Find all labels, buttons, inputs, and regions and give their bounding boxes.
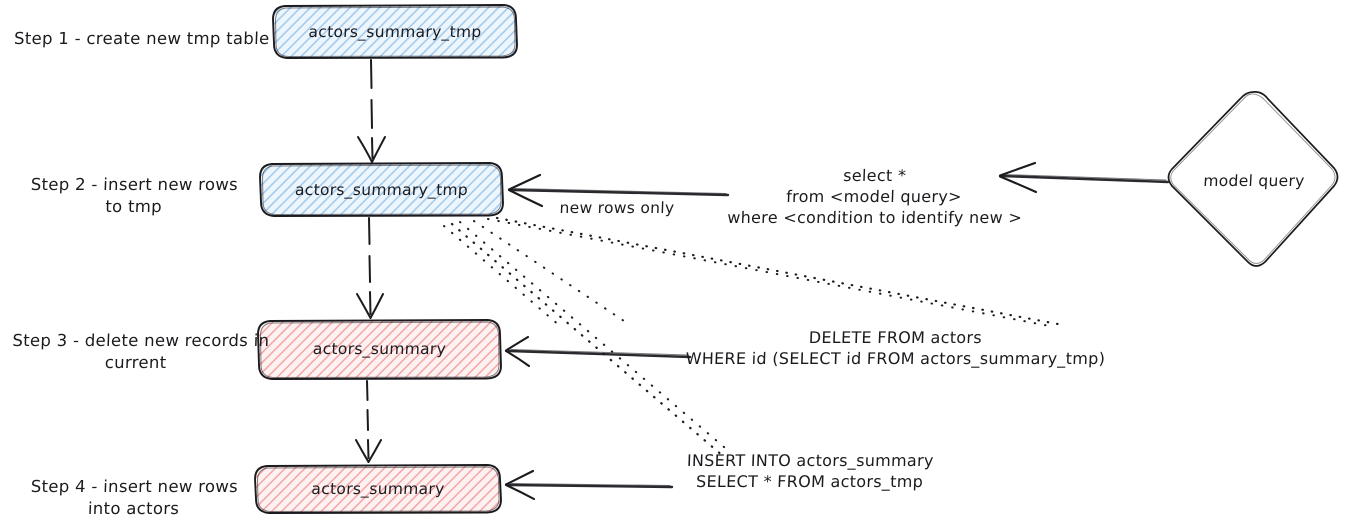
- dotted-link-tmp-to-insert: [443, 221, 732, 458]
- annotation-delete-line-1: DELETE FROM actors: [808, 328, 983, 347]
- arrow-query-to-tmp: [507, 173, 730, 208]
- node-tmp-1[interactable]: actors_summary_tmp: [273, 5, 517, 59]
- arrow-step3-to-step4: [355, 380, 382, 463]
- node-summary-2[interactable]: actors_summary: [255, 465, 501, 513]
- arrow-step1-to-step2: [357, 59, 386, 163]
- node-tmp-1-label: actors_summary_tmp: [307, 22, 483, 41]
- node-summary-2-shape[interactable]: [254, 464, 502, 514]
- step-4-label: Step 4 - insert new rows into actors: [30, 477, 239, 518]
- step-3-label: Step 3 - delete new records in current: [12, 331, 270, 372]
- node-model-query-shape[interactable]: [1167, 91, 1339, 267]
- node-model-query[interactable]: model query: [1166, 92, 1342, 270]
- annotation-model-query-line-3: where <condition to identify new >: [726, 208, 1023, 228]
- node-tmp-1-shape[interactable]: [272, 4, 518, 59]
- annotation-delete-line-2: WHERE id (SELECT id FROM actors_summary_…: [685, 349, 1106, 369]
- node-tmp-2[interactable]: actors_summary_tmp: [260, 163, 503, 217]
- annotation-insert-line-1: INSERT INTO actors_summary: [686, 451, 935, 470]
- step-2-label: Step 2 - insert new rows to tmp: [30, 175, 239, 216]
- node-summary-1-label: actors_summary: [312, 340, 447, 359]
- annotation-insert-line-2: SELECT * FROM actors_tmp: [695, 472, 924, 492]
- arrow-delete-to-summary: [504, 335, 692, 368]
- annotation-delete-sql: DELETE FROM actors WHERE id (SELECT id F…: [685, 327, 1106, 369]
- arrow-model-query-to-sql: [998, 161, 1170, 194]
- node-summary-1-shape[interactable]: [257, 319, 502, 380]
- node-summary-2-label: actors_summary: [310, 479, 446, 498]
- node-tmp-2-shape[interactable]: [259, 162, 504, 217]
- annotation-model-query-line-1: select *: [842, 166, 907, 185]
- node-summary-1[interactable]: actors_summary: [258, 320, 501, 379]
- edge-label-new-rows-only: new rows only: [559, 199, 675, 217]
- annotation-insert-sql: INSERT INTO actors_summary SELECT * FROM…: [672, 450, 947, 492]
- annotation-model-query-line-2: from <model query>: [785, 187, 963, 207]
- annotation-model-query-sql: select * from <model query> where <condi…: [726, 165, 1023, 228]
- arrow-insert-to-summary: [504, 469, 674, 501]
- arrow-step2-to-step3: [356, 217, 384, 319]
- step-1-label: Step 1 - create new tmp table: [13, 29, 270, 48]
- node-model-query-label: model query: [1202, 171, 1306, 190]
- node-tmp-2-label: actors_summary_tmp: [294, 180, 469, 199]
- dotted-link-tmp-to-delete: [473, 216, 1065, 328]
